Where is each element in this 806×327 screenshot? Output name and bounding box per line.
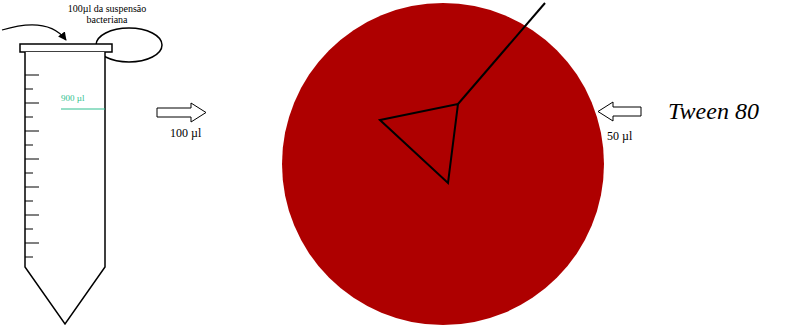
graduation — [25, 201, 33, 202]
volume-label: 100 µl — [170, 127, 201, 140]
graduation — [25, 145, 33, 146]
reagent-label: Tween 80 — [668, 98, 759, 124]
tube-outline — [15, 25, 165, 327]
pointer-arrow — [2, 25, 66, 40]
graduation — [25, 215, 39, 216]
graduation — [25, 159, 39, 160]
graduation — [25, 131, 39, 132]
graduation — [25, 103, 39, 104]
graduation — [25, 257, 33, 258]
graduation — [25, 117, 33, 118]
graduation — [25, 89, 33, 90]
hollow-arrow — [157, 103, 206, 122]
volume-line — [61, 109, 105, 110]
graduation — [25, 229, 33, 230]
agar-plate — [282, 3, 604, 325]
volume-mark: 900 µl — [61, 93, 84, 103]
graduation — [25, 75, 39, 76]
spreader-handle — [458, 3, 545, 104]
graduation — [25, 243, 39, 244]
graduation — [25, 173, 33, 174]
hollow-arrow — [598, 102, 641, 121]
tube-rim — [20, 44, 112, 52]
sample-label: 100µl da suspensão bacteriana — [62, 3, 152, 25]
spreader-triangle — [380, 104, 458, 183]
volume-label: 50 µl — [607, 130, 632, 143]
graduation — [25, 187, 39, 188]
tube-body — [25, 52, 105, 324]
tube: 900 µl — [15, 25, 165, 327]
